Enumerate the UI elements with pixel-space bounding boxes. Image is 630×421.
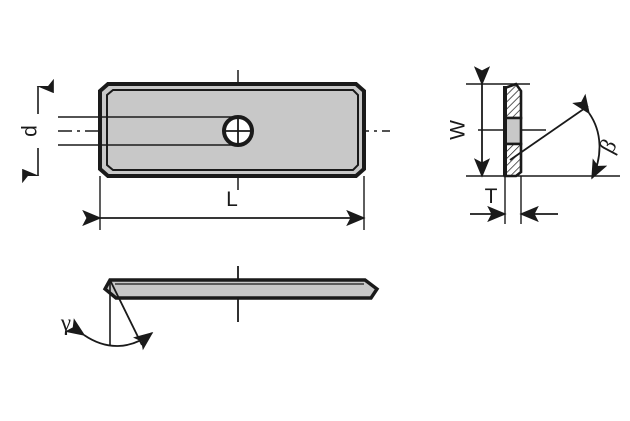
section-middle-band	[503, 116, 523, 146]
end-view-group: W T β	[447, 66, 622, 224]
gamma-angle-arc	[64, 318, 154, 351]
gamma-angle-label: γ	[60, 310, 71, 335]
section-lower-cutting-edge	[503, 142, 523, 178]
d-dimension-label: d	[19, 125, 42, 137]
insert-bevel-land-line	[106, 89, 359, 171]
beta-angle-arc	[572, 93, 608, 180]
T-dimension-label: T	[485, 185, 498, 208]
top-view-group: d L	[19, 70, 390, 230]
edge-view-body	[102, 278, 380, 300]
W-dimension-label: W	[447, 120, 470, 140]
edge-view-group: γ	[60, 266, 380, 351]
L-dimension-label: L	[226, 188, 238, 211]
section-upper-cutting-edge	[503, 82, 523, 120]
